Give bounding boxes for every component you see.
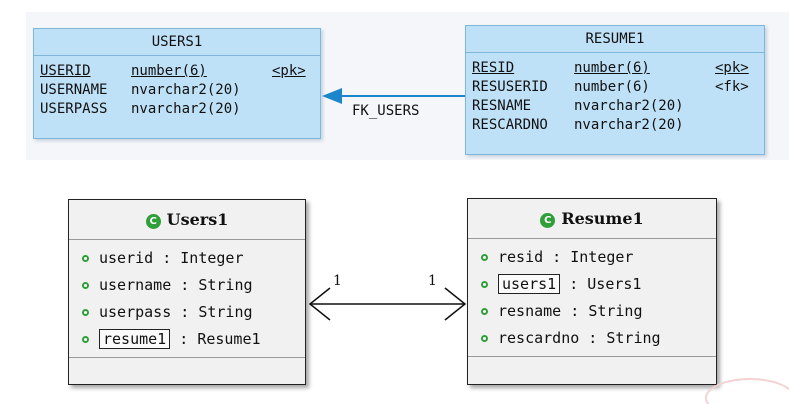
attribute-type: String: [588, 302, 643, 320]
users1-class[interactable]: C Users1 userid : Integer username : Stri…: [68, 199, 306, 385]
attribute-bullet-icon: [82, 336, 89, 343]
resume1-class-title: Resume1: [561, 209, 644, 228]
table-row: RESID number(6) <pk>: [472, 59, 758, 78]
class-attribute: username : String: [69, 272, 305, 299]
attribute-name: resname: [498, 302, 562, 320]
column-name: USERID: [40, 63, 91, 79]
class-attribute: resname : String: [468, 298, 716, 325]
attribute-type: Users1: [587, 275, 642, 293]
fk-reference-label: FK_USERS: [352, 103, 420, 119]
attribute-type: Integer: [180, 249, 244, 267]
table-row: RESNAME nvarchar2(20): [472, 97, 758, 116]
attribute-name: userid: [99, 249, 154, 267]
column-type: number(6): [574, 60, 650, 76]
users1-class-header: C Users1: [69, 200, 305, 240]
table-row: RESUSERID number(6) <fk>: [472, 78, 758, 97]
class-attribute: userid : Integer: [69, 245, 305, 272]
multiplicity-right: 1: [428, 273, 437, 289]
column-key: <pk>: [272, 63, 306, 79]
attribute-bullet-icon: [82, 282, 89, 289]
class-operations-divider: [468, 356, 716, 357]
column-name: RESNAME: [472, 98, 532, 114]
attribute-bullet-icon: [82, 255, 89, 262]
users1-table-title: USERS1: [34, 29, 320, 56]
column-name: RESID: [472, 60, 515, 76]
table-row: RESCARDNO nvarchar2(20): [472, 116, 758, 135]
association-arrow-left-icon: [308, 287, 331, 321]
resume1-table-title: RESUME1: [466, 26, 764, 53]
class-icon: C: [540, 213, 556, 228]
column-type: number(6): [131, 63, 207, 79]
association-arrow-right-icon: [444, 287, 467, 321]
class-operations-divider: [69, 357, 305, 358]
column-type: nvarchar2(20): [131, 101, 241, 117]
attribute-bullet-icon: [82, 309, 89, 316]
class-attribute: userpass : String: [69, 299, 305, 326]
column-type: number(6): [574, 79, 650, 95]
resume1-class[interactable]: C Resume1 resid : Integer users1 : Users1…: [467, 198, 717, 385]
class-attribute: users1 : Users1: [468, 271, 716, 298]
attribute-type: String: [606, 329, 661, 347]
attribute-name-selected[interactable]: users1: [498, 274, 561, 294]
class-attribute: resume1 : Resume1: [69, 326, 305, 353]
column-name: RESUSERID: [472, 79, 548, 95]
class-attribute: rescardno : String: [468, 325, 716, 352]
attribute-bullet-icon: [481, 308, 488, 315]
attribute-name: username: [99, 276, 172, 294]
multiplicity-left: 1: [333, 273, 342, 289]
table-row: USERPASS nvarchar2(20): [40, 100, 314, 119]
column-name: RESCARDNO: [472, 117, 548, 133]
resume1-class-header: C Resume1: [468, 199, 716, 239]
attribute-bullet-icon: [481, 335, 488, 342]
resume1-table[interactable]: RESUME1 RESID number(6) <pk> RESUSERID n…: [465, 25, 765, 155]
column-type: nvarchar2(20): [574, 98, 684, 114]
users1-class-title: Users1: [166, 210, 229, 229]
column-key: <fk>: [715, 79, 749, 95]
column-key: <pk>: [715, 60, 749, 76]
attribute-type: String: [198, 303, 253, 321]
column-type: nvarchar2(20): [131, 82, 241, 98]
users1-table[interactable]: USERS1 USERID number(6) <pk> USERNAME nv…: [33, 28, 321, 139]
attribute-type: Integer: [570, 248, 634, 266]
attribute-name: userpass: [99, 303, 172, 321]
fk-arrowhead-icon: [322, 88, 342, 104]
attribute-name: resid: [498, 248, 544, 266]
class-icon: C: [145, 214, 161, 229]
column-name: USERPASS: [40, 101, 108, 117]
class-attribute: resid : Integer: [468, 244, 716, 271]
column-type: nvarchar2(20): [574, 117, 684, 133]
table-row: USERID number(6) <pk>: [40, 62, 314, 81]
column-name: USERNAME: [40, 82, 108, 98]
attribute-bullet-icon: [481, 254, 488, 261]
attribute-bullet-icon: [481, 281, 488, 288]
table-row: USERNAME nvarchar2(20): [40, 81, 314, 100]
attribute-type: Resume1: [197, 330, 261, 348]
attribute-name-selected[interactable]: resume1: [99, 329, 171, 349]
attribute-name: rescardno: [498, 329, 580, 347]
attribute-type: String: [198, 276, 253, 294]
